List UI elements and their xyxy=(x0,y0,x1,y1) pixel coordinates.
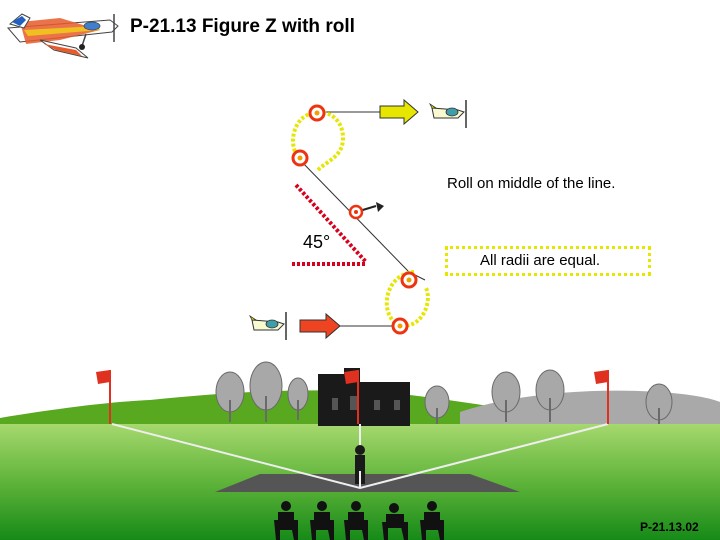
radii-note-box xyxy=(445,246,651,276)
tree-icon xyxy=(249,361,283,422)
page-title: P-21.13 Figure Z with roll xyxy=(130,16,355,37)
tree-icon xyxy=(424,385,450,424)
tree-icon xyxy=(491,371,521,422)
model-airplane-logo xyxy=(6,13,119,59)
figure-code: P-21.13.02 xyxy=(640,520,699,534)
flag-icon xyxy=(594,370,609,424)
judge-icon xyxy=(274,501,298,540)
plane-icon xyxy=(428,100,467,128)
roll-note: Roll on middle of the line. xyxy=(447,175,616,192)
judge-icon xyxy=(310,501,334,540)
figure-lines xyxy=(299,111,426,327)
flag-icon xyxy=(344,370,359,424)
judge-icon xyxy=(344,501,368,540)
tree-icon xyxy=(287,377,309,420)
point-marker xyxy=(391,317,409,335)
tree-icon xyxy=(535,369,565,422)
exit-arrow xyxy=(379,98,419,126)
point-marker xyxy=(400,271,418,289)
point-marker xyxy=(308,104,326,122)
roll-marker-icon xyxy=(348,202,384,220)
runway xyxy=(215,474,520,492)
judge-icon xyxy=(382,503,408,540)
judge-icon xyxy=(420,501,444,540)
tree-icon xyxy=(645,383,673,424)
plane-icon xyxy=(248,312,287,340)
point-marker xyxy=(291,149,309,167)
tree-icon xyxy=(215,371,245,422)
entry-arrow xyxy=(299,312,341,340)
radii-note: All radii are equal. xyxy=(480,252,601,269)
lower-loop-path xyxy=(384,270,430,329)
angle-construction xyxy=(292,183,368,266)
pilot-icon xyxy=(355,445,365,484)
castle-icon xyxy=(318,368,410,426)
angle-label: 45° xyxy=(303,232,331,252)
flag-icon xyxy=(96,370,111,424)
